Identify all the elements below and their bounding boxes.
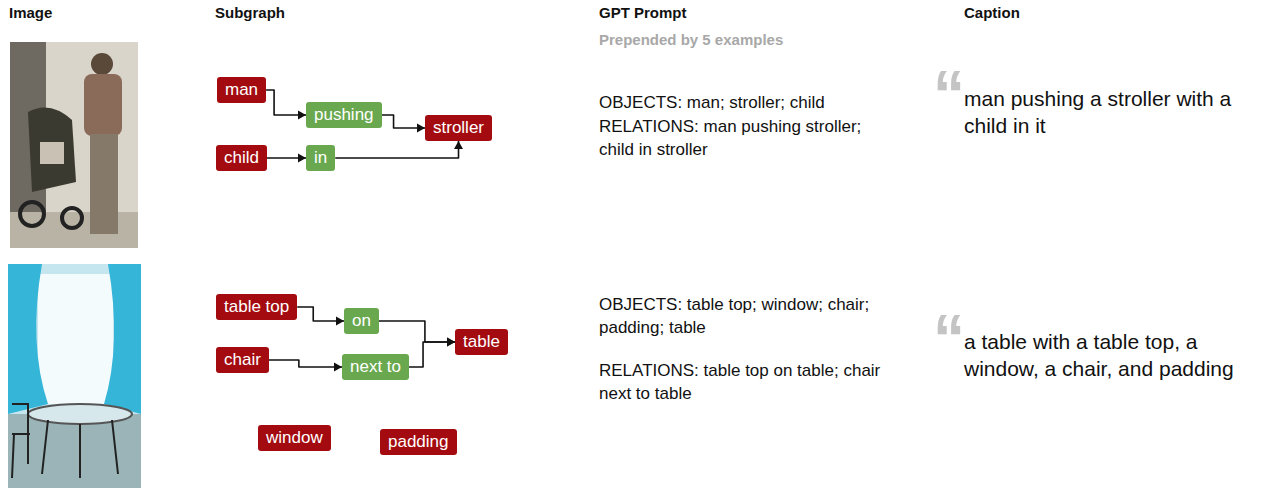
photo-table-legs [42,420,118,478]
node-text: padding [388,432,449,452]
connector-arrow [269,360,342,372]
column-header: GPT Prompt [599,4,687,22]
node-text: chair [224,350,261,370]
object-box: stroller [425,115,492,141]
photo-shirt [84,74,122,136]
node-text: pushing [314,105,374,125]
node-text: in [314,148,327,168]
arrow-head [336,317,344,326]
body-text: RELATIONS: table top on table; chair nex… [599,359,897,405]
photo-window [38,274,113,404]
connector-arrow [335,141,463,158]
photo-head [91,53,113,75]
connector-arrow [267,154,306,163]
photo-curtain [104,264,141,414]
node-text: next to [350,357,401,377]
connector-line [379,321,455,342]
column-header: Image [9,4,52,22]
relation-box: in [306,145,335,171]
column-header: Prepended by 5 examples [599,31,783,49]
column-header: Subgraph [215,4,285,22]
object-box: table top [216,294,297,320]
arrow-head [447,338,455,347]
object-box: padding [380,429,457,455]
node-text: stroller [433,118,484,138]
arrow-head [447,338,455,347]
connector-arrow [409,338,455,368]
photo-curtain [8,264,48,414]
relation-box: next to [342,354,409,380]
object-box: window [258,425,331,451]
connector-arrow [382,115,425,133]
connector-line [266,90,306,115]
photo-pavement [10,212,138,248]
photo-wheel [62,208,82,228]
photo-ground [8,264,141,488]
arrow-head [298,111,306,120]
relation-box: pushing [306,102,382,128]
connector-arrow [266,90,306,120]
photo-legs [90,134,118,234]
photo-ground [10,42,138,248]
node-text: man [225,80,258,100]
relation-box: on [344,308,379,334]
photo-chair [12,404,30,478]
body-text: OBJECTS: man; stroller; child [599,91,899,114]
body-text: man pushing a stroller with a child in i… [964,85,1264,139]
photo-table [8,264,141,488]
arrow-head [298,154,306,163]
arrow-head [334,363,342,372]
photo-tabletop [28,404,132,424]
quote-mark: “ [933,62,965,126]
connector-line [335,141,458,158]
arrow-head [454,141,463,149]
photo-stroller [28,108,76,193]
node-text: table top [224,297,289,317]
quote-mark: “ [933,306,965,370]
node-text: window [266,428,323,448]
photo-wheel [20,202,44,226]
body-text: a table with a table top, a window, a ch… [964,328,1264,382]
object-box: chair [216,347,269,373]
object-box: man [217,77,266,103]
node-text: child [224,148,259,168]
arrow-head [417,124,425,133]
object-box: child [216,145,267,171]
column-header: Caption [964,4,1020,22]
photo-child [40,142,64,164]
object-box: table [455,329,508,355]
node-text: on [352,311,371,331]
node-text: table [463,332,500,352]
body-text: OBJECTS: table top; window; chair; paddi… [599,293,897,339]
body-text: RELATIONS: man pushing stroller; child i… [599,115,899,161]
connector-arrow [297,307,344,326]
connector-line [269,360,342,367]
photo-stroller [10,42,138,248]
